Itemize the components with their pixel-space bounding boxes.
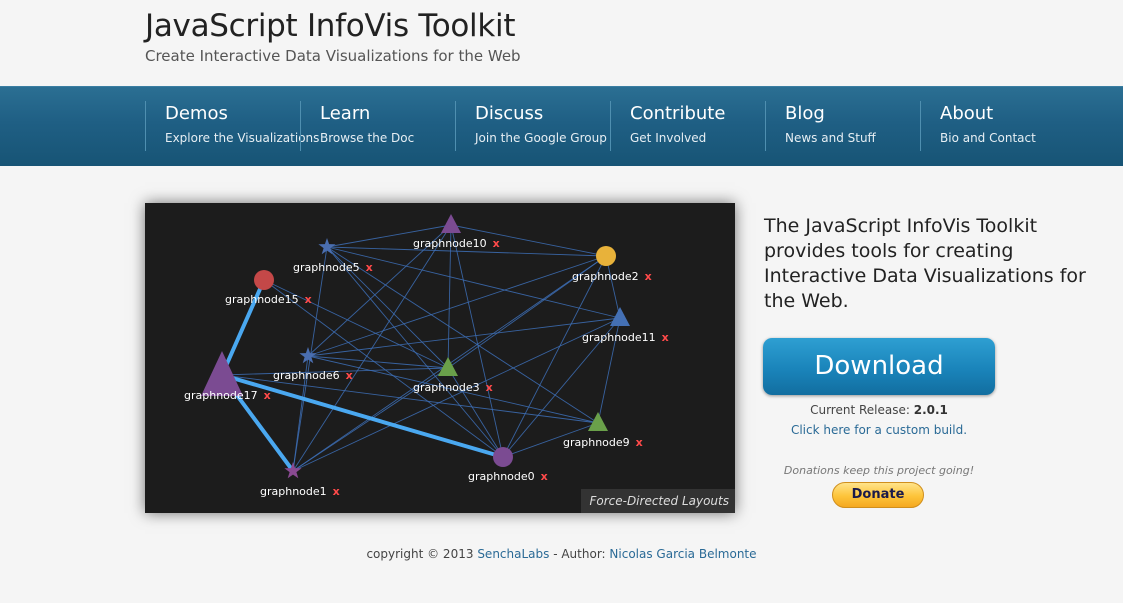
graph-edge bbox=[450, 224, 504, 458]
graph-edge bbox=[263, 279, 449, 369]
remove-node-icon[interactable]: x bbox=[636, 436, 643, 449]
site-header: JavaScript InfoVis Toolkit Create Intera… bbox=[0, 0, 1123, 86]
graph-edge bbox=[221, 374, 599, 424]
custom-build-link[interactable]: Click here for a custom build. bbox=[790, 423, 968, 437]
graph-edge bbox=[605, 255, 621, 319]
nav-discuss-title[interactable]: Discuss bbox=[475, 103, 544, 124]
main-nav: Demos Explore the Visualizations Learn B… bbox=[0, 86, 1123, 166]
nav-blog-subtitle[interactable]: News and Stuff bbox=[785, 131, 876, 145]
author-label: - Author: bbox=[549, 547, 606, 561]
graph-node-label[interactable]: graphnode17 bbox=[184, 389, 258, 402]
graph-edge bbox=[326, 224, 452, 248]
remove-node-icon[interactable]: x bbox=[486, 381, 493, 394]
current-release: Current Release: 2.0.1 bbox=[763, 403, 995, 417]
download-button[interactable]: Download bbox=[763, 338, 995, 395]
remove-node-icon[interactable]: x bbox=[333, 485, 340, 498]
remove-node-icon[interactable]: x bbox=[346, 369, 353, 382]
nav-blog-title[interactable]: Blog bbox=[785, 103, 825, 124]
graph-edge bbox=[263, 279, 504, 458]
remove-node-icon[interactable]: x bbox=[541, 470, 548, 483]
graph-edge bbox=[447, 224, 452, 369]
nav-discuss[interactable]: Discuss Join the Google Group bbox=[455, 101, 609, 151]
graph-edge bbox=[597, 317, 621, 424]
graph-node-graphnode9[interactable] bbox=[588, 412, 608, 431]
graph-node-graphnode10[interactable] bbox=[441, 214, 461, 233]
nav-demos[interactable]: Demos Explore the Visualizations bbox=[145, 101, 320, 151]
graph-edge bbox=[326, 246, 607, 257]
graph-edge bbox=[447, 255, 607, 369]
nav-learn-subtitle[interactable]: Browse the Doc bbox=[320, 131, 415, 145]
graph-node-graphnode11[interactable] bbox=[610, 307, 630, 326]
intro-text: The JavaScript InfoVis Toolkit provides … bbox=[764, 215, 1086, 312]
copyright-text: copyright © 2013 bbox=[366, 547, 474, 561]
donate-note: Donations keep this project going! bbox=[783, 464, 975, 477]
nav-learn-title[interactable]: Learn bbox=[320, 103, 371, 124]
graph-edge bbox=[502, 422, 599, 458]
graph-node-graphnode17[interactable] bbox=[201, 351, 243, 396]
nav-demos-title[interactable]: Demos bbox=[165, 103, 228, 124]
remove-node-icon[interactable]: x bbox=[366, 261, 373, 274]
graph-node-label[interactable]: graphnode3 bbox=[413, 381, 480, 394]
graph-node-graphnode2[interactable] bbox=[596, 246, 616, 266]
graph-edge bbox=[307, 317, 621, 357]
graph-node-label[interactable]: graphnode2 bbox=[572, 270, 639, 283]
author-link[interactable]: Nicolas Garcia Belmonte bbox=[609, 547, 757, 561]
viz-caption: Force-Directed Layouts bbox=[581, 489, 735, 513]
graph-edge bbox=[326, 246, 621, 319]
graph-node-graphnode3[interactable] bbox=[438, 357, 458, 376]
nav-about[interactable]: About Bio and Contact bbox=[920, 101, 1074, 151]
site-title[interactable]: JavaScript InfoVis Toolkit bbox=[145, 8, 516, 44]
graph-edge bbox=[450, 224, 607, 257]
graph-node-label[interactable]: graphnode10 bbox=[413, 237, 487, 250]
graph-node-label[interactable]: graphnode9 bbox=[563, 436, 630, 449]
graph-edge bbox=[447, 367, 504, 458]
graph-node-label[interactable]: graphnode0 bbox=[468, 470, 535, 483]
graph-node-label[interactable]: graphnode6 bbox=[273, 369, 340, 382]
graph-edge bbox=[307, 255, 607, 357]
graph-edge bbox=[307, 355, 449, 369]
graph-node-graphnode6[interactable] bbox=[299, 347, 317, 364]
graph-edge-highlighted bbox=[220, 278, 266, 377]
remove-node-icon[interactable]: x bbox=[662, 331, 669, 344]
donate-button[interactable]: Donate bbox=[832, 482, 924, 508]
graph-edge bbox=[307, 355, 599, 424]
graph-node-graphnode1[interactable] bbox=[284, 462, 302, 479]
remove-node-icon[interactable]: x bbox=[493, 237, 500, 250]
site-subtitle: Create Interactive Data Visualizations f… bbox=[145, 47, 521, 65]
nav-about-title[interactable]: About bbox=[940, 103, 994, 124]
graph-edge bbox=[307, 224, 452, 357]
graph-node-graphnode0[interactable] bbox=[493, 447, 513, 467]
graph-edge bbox=[292, 355, 309, 472]
graph-edge bbox=[502, 255, 607, 458]
graph-edge bbox=[502, 317, 621, 458]
release-label: Current Release: bbox=[810, 403, 910, 417]
senchalabs-link[interactable]: SenchaLabs bbox=[477, 547, 550, 561]
graph-edge bbox=[292, 317, 621, 472]
graph-node-graphnode5[interactable] bbox=[318, 238, 336, 255]
graph-edge bbox=[326, 246, 449, 369]
footer: copyright © 2013 SenchaLabs - Author: Ni… bbox=[0, 547, 1123, 561]
nav-demos-subtitle[interactable]: Explore the Visualizations bbox=[165, 131, 320, 145]
remove-node-icon[interactable]: x bbox=[305, 293, 312, 306]
graph-edge bbox=[326, 246, 599, 424]
graph-node-label[interactable]: graphnode5 bbox=[293, 261, 360, 274]
graph-edge bbox=[221, 367, 449, 376]
nav-blog[interactable]: Blog News and Stuff bbox=[765, 101, 919, 151]
graph-edge-highlighted bbox=[220, 373, 505, 459]
nav-contribute-subtitle[interactable]: Get Involved bbox=[630, 131, 707, 145]
graph-node-label[interactable]: graphnode1 bbox=[260, 485, 327, 498]
nav-about-subtitle[interactable]: Bio and Contact bbox=[940, 131, 1036, 145]
nav-contribute[interactable]: Contribute Get Involved bbox=[610, 101, 764, 151]
nav-discuss-subtitle[interactable]: Join the Google Group bbox=[475, 131, 607, 145]
nav-learn[interactable]: Learn Browse the Doc bbox=[300, 101, 454, 151]
remove-node-icon[interactable]: x bbox=[264, 389, 271, 402]
release-version: 2.0.1 bbox=[913, 403, 948, 417]
graph-node-label[interactable]: graphnode11 bbox=[582, 331, 656, 344]
remove-node-icon[interactable]: x bbox=[645, 270, 652, 283]
graph-node-label[interactable]: graphnode15 bbox=[225, 293, 299, 306]
nav-contribute-title[interactable]: Contribute bbox=[630, 103, 726, 124]
graph-node-graphnode15[interactable] bbox=[254, 270, 274, 290]
